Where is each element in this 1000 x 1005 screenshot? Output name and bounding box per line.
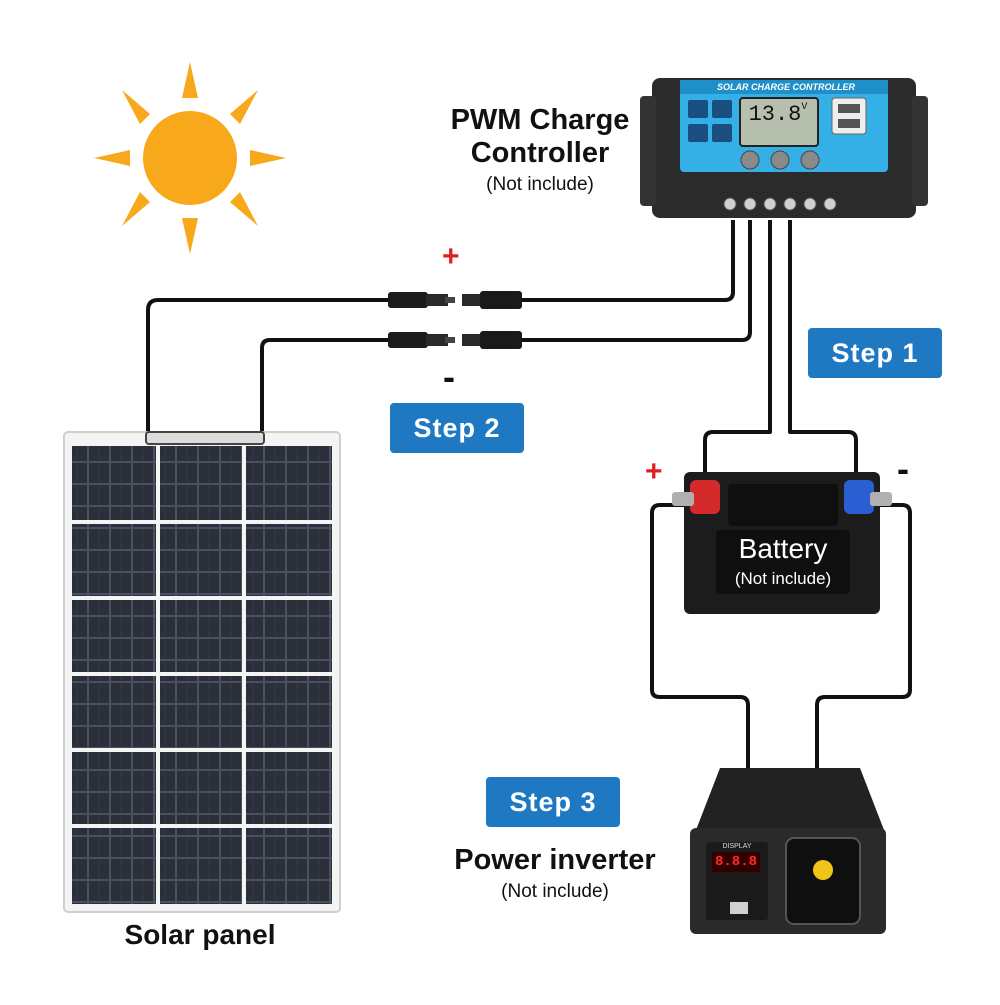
panel-negative-wire: [260, 338, 395, 440]
controller-note: (Not include): [486, 174, 594, 195]
inverter-label: Power inverter: [454, 844, 656, 876]
battery-plus-sign: +: [645, 455, 663, 488]
inverter-positive-wire: [650, 503, 750, 775]
controller-battery-negative-wire: [788, 220, 858, 475]
inverter-display-header: DISPLAY: [722, 843, 752, 850]
controller-lcd-number: 13.8: [748, 102, 802, 127]
inverter-negative-wire: [815, 503, 912, 775]
battery-note: (Not include): [734, 569, 832, 588]
controller-button-3: [800, 150, 820, 170]
battery-icon: [672, 472, 892, 614]
step-1-badge: Step 1: [808, 328, 942, 378]
controller-lcd-unit: V: [801, 102, 808, 113]
junction-box: [145, 431, 265, 445]
solar-panel: [63, 431, 341, 913]
battery-label: Battery: [738, 533, 828, 564]
step-3-badge: Step 3: [486, 777, 620, 827]
controller-title: PWM Charge Controller: [420, 104, 660, 170]
controller-button-2: [770, 150, 790, 170]
mc4-minus-sign: -: [443, 356, 455, 397]
mc4-male-negative: [388, 332, 455, 348]
inverter-display-value: 8.8.8: [714, 854, 757, 870]
mc4-plus-sign: +: [442, 240, 460, 273]
controller-button-1: [740, 150, 760, 170]
inverter-icon: [690, 768, 886, 934]
mc4-female-negative: [462, 331, 522, 349]
controller-panel-header: SOLAR CHARGE CONTROLLER: [717, 82, 855, 92]
mc4-male-positive: [388, 292, 455, 308]
controller-lcd-value: 13.8V: [748, 102, 808, 127]
controller-pv-positive-wire: [520, 220, 735, 302]
ac-outlet: [785, 837, 861, 925]
wires: [146, 220, 912, 775]
controller-battery-positive-wire: [703, 220, 772, 475]
inverter-display: [712, 852, 760, 872]
controller-title-line1: PWM Charge: [450, 104, 630, 136]
inverter-note: (Not include): [501, 881, 609, 902]
panel-positive-wire: [146, 298, 395, 440]
sun-icon: [94, 62, 286, 254]
usb-ports: [831, 97, 867, 135]
controller-lcd: [739, 97, 819, 147]
solar-panel-label: Solar panel: [124, 919, 276, 950]
charge-controller: [640, 78, 928, 218]
controller-pv-negative-wire: [520, 220, 752, 342]
battery-negative-terminal: [844, 480, 874, 514]
battery-minus-sign: -: [897, 448, 909, 489]
step-2-badge: Step 2: [390, 403, 524, 453]
controller-title-line2: Controller: [470, 137, 610, 169]
mc4-connectors: [388, 291, 522, 349]
battery-positive-terminal: [690, 480, 720, 514]
mc4-female-positive: [462, 291, 522, 309]
power-switch: [730, 902, 748, 914]
